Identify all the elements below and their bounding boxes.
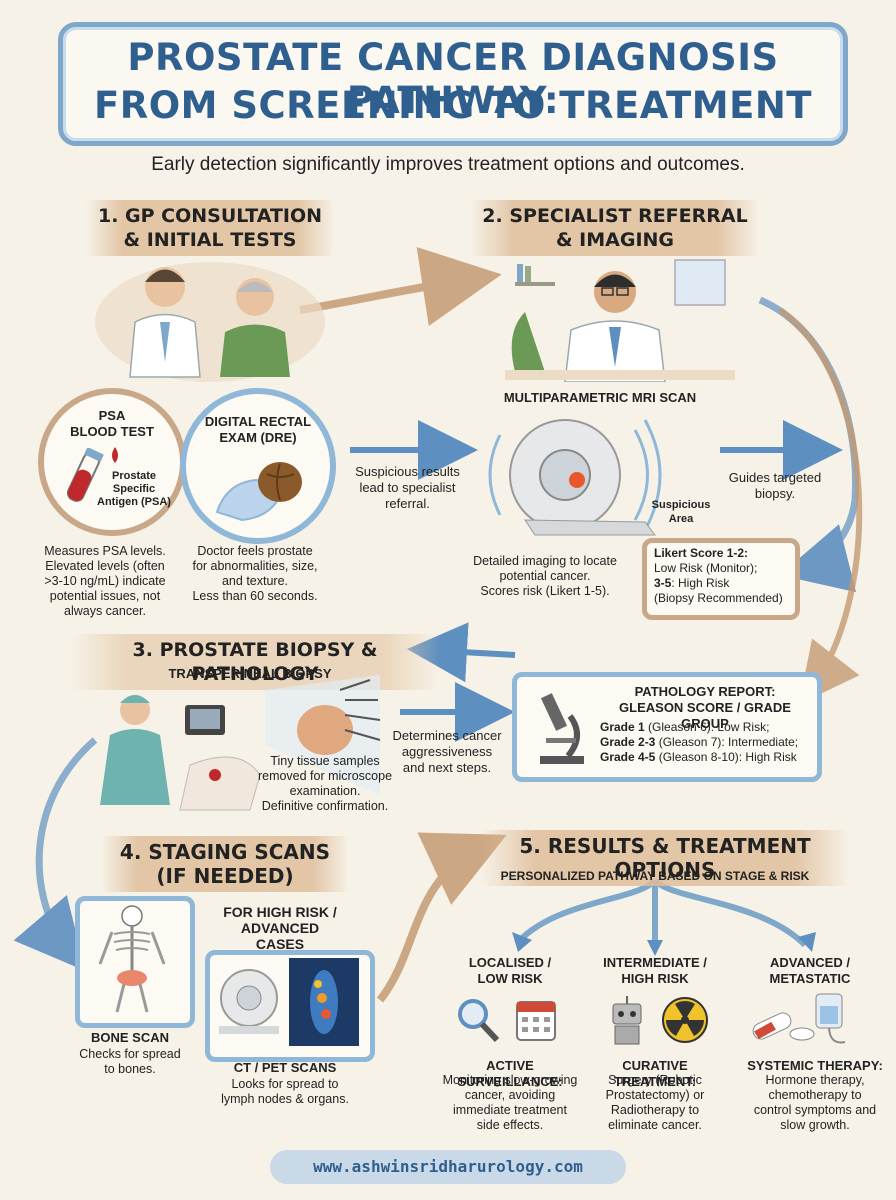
mri-scan-label: MULTIPARAMETRIC MRI SCAN [503,390,697,405]
curve-step1-to-step2 [299,246,502,327]
gp-consultation-illustration [95,262,325,382]
step5-subtitle: PERSONALIZED PATHWAY BASED ON STAGE & RI… [500,869,810,883]
psa-description: Measures PSA levels.Elevated levels (oft… [44,544,166,618]
gleason-grades: Grade 1 (Gleason 6): Low Risk; Grade 2-3… [600,720,799,764]
step1-title: 1. GP CONSULTATION& INITIAL TESTS [85,200,335,256]
option-low-risk-heading: LOCALISED /LOW RISK [468,955,552,986]
likert-score-box [642,538,800,620]
page-title-line1: PROSTATE CANCER DIAGNOSIS PATHWAY: [127,36,779,122]
curve-biopsy-to-staging [13,737,98,971]
branch-arrows [517,877,808,948]
mri-scanner-illustration [488,419,662,536]
blood-drop-icon [112,447,118,463]
curve-likert-to-pathology [778,307,863,705]
likert-score-text: Likert Score 1-2: Low Risk (Monitor); 3-… [654,546,783,605]
option-metastatic-label: SYSTEMIC THERAPY: [747,1058,883,1073]
step4-title: 4. STAGING SCANS(IF NEEDED) [100,836,350,892]
option-metastatic-heading: ADVANCED /METASTATIC [769,955,851,986]
page-title-line2: FROM SCREENING TO TREATMENT [93,84,813,127]
step5-title: 5. RESULTS & TREATMENT OPTIONS [480,830,850,886]
option-high-risk-heading: INTERMEDIATE /HIGH RISK [603,955,707,986]
magnifier-calendar-icons [458,999,556,1043]
pill-iv-icons [752,993,846,1044]
ct-pet-label: CT / PET SCANS [233,1060,337,1075]
robot-radiation-icons [612,996,708,1045]
option-high-risk-label: CURATIVE TREATMENT: [613,1058,697,1089]
biopsy-label: TRANSPERINEAL BIOPSY [168,666,332,681]
arrow-back-to-biopsy [407,622,516,683]
skeleton-icon [98,905,166,1013]
biopsy-illustration [100,675,381,811]
page-subtitle: Early detection significantly improves t… [151,154,745,175]
pathology-title: PATHOLOGY REPORT:GLEASON SCORE / GRADE G… [619,684,791,731]
option-low-risk-label: ACTIVE SURVEILLANCE: [457,1058,563,1089]
dre-circle [180,388,336,544]
bone-scan-label: BONE SCAN [90,1030,169,1045]
step2-title: 2. SPECIALIST REFERRAL& IMAGING [470,200,760,256]
specialist-illustration [505,259,735,382]
blood-tube-icon [66,448,104,502]
glove-walnut-icon [215,462,302,522]
curve-staging-to-results [376,832,507,1003]
website-link[interactable]: www.ashwinsridharurology.com [270,1150,626,1184]
ct-pet-illustration [219,958,359,1046]
title-frame [58,22,848,146]
microscope-icon [540,693,584,764]
high-risk-label: FOR HIGH RISK /ADVANCED CASES [223,904,337,952]
